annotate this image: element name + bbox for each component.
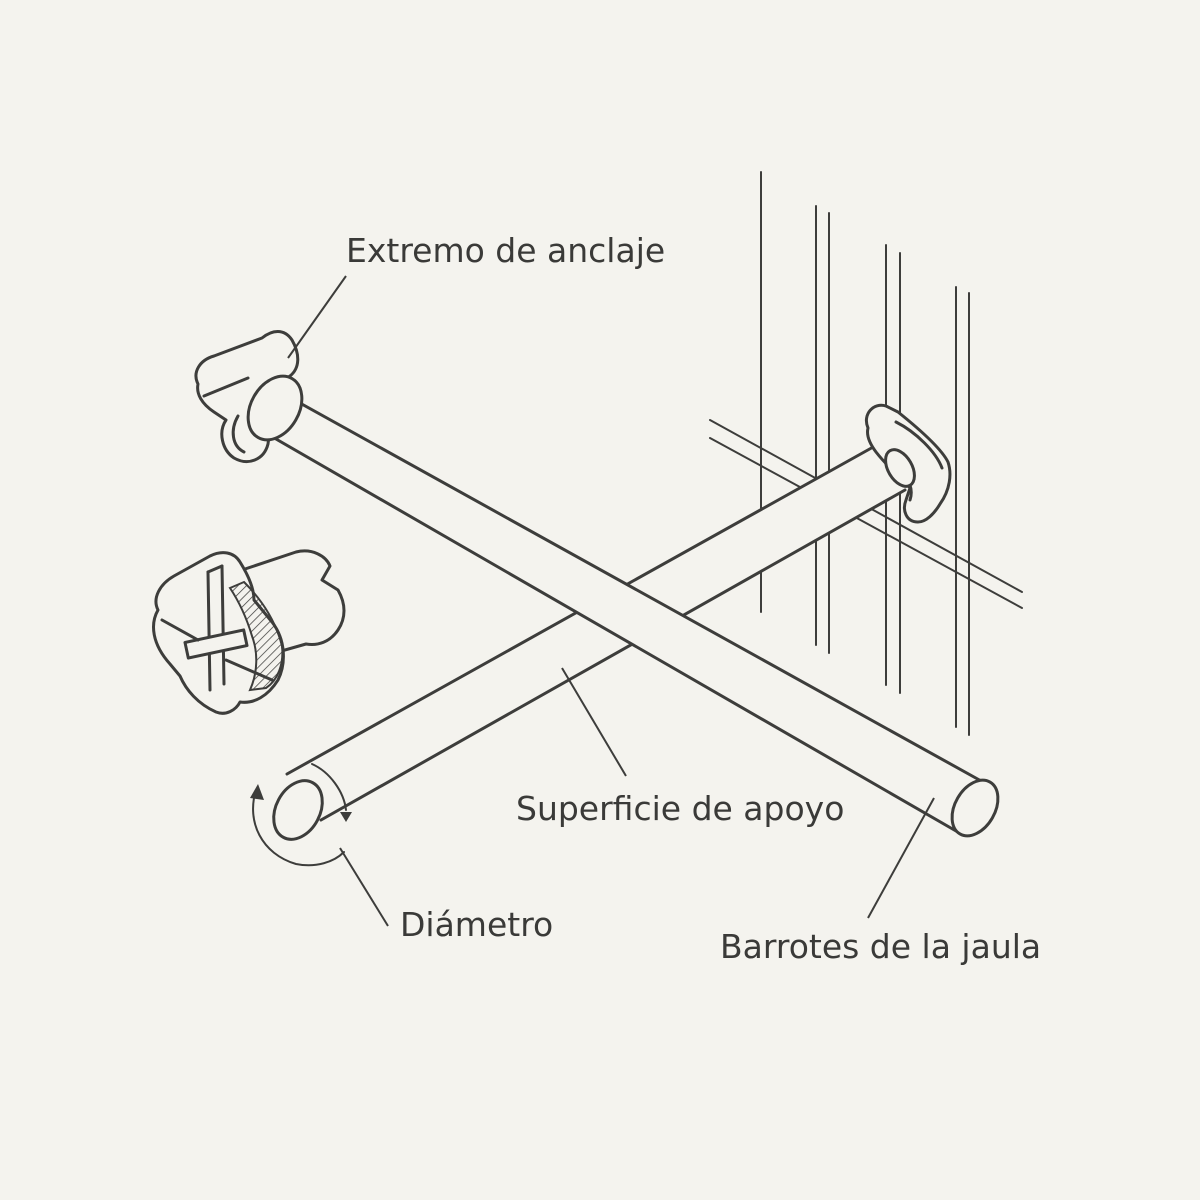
- rotation-arrow-icon: [250, 763, 352, 867]
- right-anchor: [865, 403, 952, 524]
- front-perch: [248, 380, 1000, 838]
- leader-cage-bars: [867, 797, 935, 919]
- label-anchor-end: Extremo de anclaje: [346, 231, 665, 270]
- leader-anchor-end: [287, 275, 347, 359]
- left-anchor: [194, 330, 304, 463]
- label-cage-bars: Barrotes de la jaula: [720, 927, 1041, 966]
- label-diameter: Diámetro: [400, 905, 553, 944]
- label-support-surface: Superficie de apoyo: [516, 789, 844, 828]
- anchor-cutaway-detail: [152, 549, 346, 715]
- leader-support-surface: [561, 667, 627, 777]
- leader-diameter: [339, 847, 389, 927]
- back-perch: [272, 444, 907, 841]
